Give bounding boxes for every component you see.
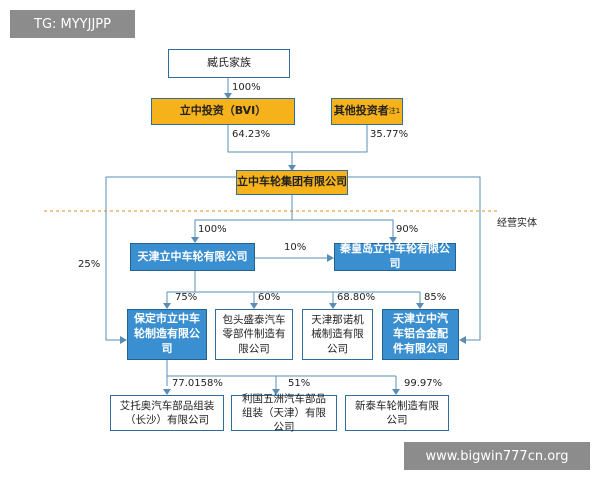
edge-label-tianjin-baotou: 60% [258,292,281,303]
node-lizhong-group: 立中车轮集团有限公司 [236,170,348,195]
edge-label-bvi-group: 64.23% [232,129,271,140]
watermark-top-left: TG: MYYJJPP [10,10,135,38]
edge-label-tianjin-baoding: 75% [175,292,198,303]
edge-label-baoding-liguo: 51% [288,378,311,389]
section-label: 经营实体 [497,218,537,229]
edge-others-group [292,125,368,153]
node-liguo-wuzhou: 利国五洲汽车部品组装（天津）有限公司 [231,393,337,433]
edge-label-zang-bvi: 100% [232,82,261,93]
edge-group-tjauto [348,176,481,341]
edge-bvi-group [227,125,293,170]
edge-label-baoding-xintai: 99.97% [404,378,443,389]
edge-label-group-tianjin: 100% [198,224,227,235]
edge-label-group-baoding: 25% [78,259,101,270]
edge-group-baoding [105,176,236,341]
note-marker: 注1 [388,106,401,115]
edge-label-others-group: 35.77% [370,129,409,140]
edge-label-group-qinhuangdao: 90% [396,224,419,235]
node-xintai: 新泰车轮制造有限公司 [345,395,449,431]
edge-group-tianjin [194,195,293,242]
node-baotou-shengtai: 包头盛泰汽车零部件制造有限公司 [215,309,293,360]
edge-label-tianjin-tjauto: 85% [424,292,447,303]
node-zang-family: 臧氏家族 [168,49,290,78]
node-lizhong-bvi: 立中投资（BVI） [151,98,295,125]
node-baoding-lizhong: 保定市立中车轮制造有限公司 [127,309,207,360]
node-tianjin-xingnuo: 天津那诺机械制造有限公司 [302,309,373,360]
node-tianjin-lizhong-auto: 天津立中汽车铝合金配件有限公司 [382,309,459,360]
edge-group-qinhuangdao [292,219,394,242]
edge-label-tianjin-xingnuo: 68.80% [337,292,376,303]
watermark-bottom-right: www.bigwin777cn.org [404,442,590,470]
node-other-investors: 其他投资者注1 [331,98,403,125]
node-tianjin-lizhong: 天津立中车轮有限公司 [130,243,255,271]
node-aituo: 艾托奥汽车部品组装（长沙）有限公司 [110,395,224,431]
edge-label-tianjin-qinhuangdao: 10% [284,242,307,253]
edge-label-baoding-aituo: 77.0158% [172,378,223,389]
node-qinhuangdao-lizhong: 秦皇岛立中车轮有限公司 [334,242,456,271]
